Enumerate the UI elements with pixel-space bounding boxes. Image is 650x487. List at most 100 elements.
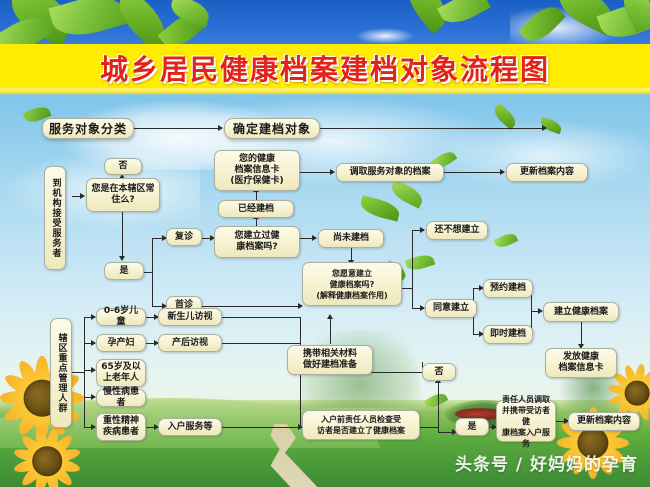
connector xyxy=(222,317,300,318)
arrow-icon xyxy=(564,418,569,424)
connector xyxy=(473,288,483,289)
node-revisit[interactable]: 复诊 xyxy=(166,228,202,246)
arrow-icon xyxy=(218,125,223,131)
node-already-filed[interactable]: 已经建档 xyxy=(218,200,294,218)
arrow-icon xyxy=(420,305,425,311)
arrow-icon xyxy=(420,227,425,233)
banner-fade xyxy=(0,88,650,96)
node-yes-branch[interactable]: 是 xyxy=(455,418,489,436)
connector xyxy=(84,317,95,318)
node-pregnant[interactable]: 孕产妇 xyxy=(96,334,146,352)
node-update-record-bottom[interactable]: 更新档案内容 xyxy=(568,412,640,431)
connector xyxy=(84,427,95,428)
node-newborn-visit[interactable]: 新生儿访视 xyxy=(158,308,222,326)
connector xyxy=(146,427,158,428)
connector xyxy=(556,421,568,422)
arrow-icon xyxy=(91,394,96,400)
arrow-icon xyxy=(312,235,317,241)
arrow-icon xyxy=(298,303,303,309)
arrow-icon xyxy=(162,303,167,309)
connector xyxy=(152,238,166,239)
arrow-icon xyxy=(154,424,159,430)
arrow-icon xyxy=(154,314,159,320)
arrow-icon xyxy=(154,340,159,346)
arrow-icon xyxy=(91,314,96,320)
node-health-card[interactable]: 您的健康 档案信息卡 (医疗保健卡) xyxy=(214,150,300,191)
node-not-filed[interactable]: 尚未建档 xyxy=(318,229,384,248)
sunflower-icon xyxy=(606,362,650,424)
connector xyxy=(152,238,153,306)
node-agree-create[interactable]: 同意建立 xyxy=(425,299,477,318)
node-no-resident[interactable]: 否 xyxy=(104,158,142,175)
arrow-icon xyxy=(479,331,484,337)
connector xyxy=(200,238,214,239)
connector xyxy=(256,191,257,201)
connector xyxy=(318,128,546,129)
node-staff-retrieve[interactable]: 责任人员调取 并携带受访者健 康档案入户服务 xyxy=(496,395,556,448)
connector xyxy=(412,230,424,231)
node-update-record-top[interactable]: 更新档案内容 xyxy=(506,163,588,182)
connector xyxy=(420,427,438,428)
arrow-icon xyxy=(492,424,497,430)
node-question-have-record[interactable]: 您建立过健 康档案吗? xyxy=(214,226,300,258)
arrow-icon xyxy=(91,340,96,346)
connector xyxy=(402,288,412,289)
connector xyxy=(132,128,222,129)
arrow-icon xyxy=(330,169,335,175)
connector xyxy=(84,370,95,371)
arrow-icon xyxy=(542,125,547,131)
connector xyxy=(146,343,158,344)
connector xyxy=(444,172,504,173)
node-check-before-visit[interactable]: 入户前责任人员检查受 访者是否建立了健康档案 xyxy=(302,410,420,440)
section-header-right: 确定建档对象 xyxy=(224,118,320,139)
node-bring-materials[interactable]: 携带相关材料 做好建档准备 xyxy=(287,345,373,375)
connector xyxy=(84,397,95,398)
node-home-service[interactable]: 入户服务等 xyxy=(158,418,222,436)
node-chronic[interactable]: 慢性病患者 xyxy=(96,387,146,408)
arrow-icon xyxy=(210,235,215,241)
page-title: 城乡居民健康档案建档对象流程图 xyxy=(99,53,550,86)
node-severe-mental[interactable]: 重性精神 疾病患者 xyxy=(96,413,146,441)
node-postpartum-visit[interactable]: 产后访视 xyxy=(158,334,222,352)
watermark: 头条号 / 好妈妈的孕育 xyxy=(454,455,638,475)
node-question-willing[interactable]: 您愿意建立 健康档案吗? (解释健康档案作用) xyxy=(302,262,402,306)
arrow-icon xyxy=(91,367,96,373)
connector xyxy=(438,382,439,427)
connector xyxy=(300,238,316,239)
connector xyxy=(256,218,257,228)
node-instant-file[interactable]: 即时建档 xyxy=(483,325,533,344)
connector xyxy=(72,196,84,197)
connector xyxy=(146,317,158,318)
arrow-icon xyxy=(91,424,96,430)
node-yes-resident[interactable]: 是 xyxy=(104,262,144,280)
arrow-icon xyxy=(452,429,457,435)
connector xyxy=(352,372,422,373)
arrow-icon xyxy=(119,174,125,179)
connector xyxy=(152,306,166,307)
connector xyxy=(438,432,456,433)
connector xyxy=(531,311,541,312)
node-entry-institution[interactable]: 到机构接受服务者 xyxy=(44,166,66,270)
node-no-branch[interactable]: 否 xyxy=(422,363,456,381)
arrow-icon xyxy=(162,235,167,241)
arrow-icon xyxy=(80,193,85,199)
node-elderly[interactable]: 65岁及以 上老年人 xyxy=(96,359,146,387)
node-question-resident[interactable]: 您是在本辖区常住么? xyxy=(86,178,160,212)
connector xyxy=(84,343,95,344)
node-appointment-file[interactable]: 预约建档 xyxy=(483,279,533,298)
node-issue-card[interactable]: 发放健康 档案信息卡 xyxy=(545,348,617,378)
connector xyxy=(84,317,85,427)
arrow-icon xyxy=(500,169,505,175)
node-create-record[interactable]: 建立健康档案 xyxy=(543,302,619,322)
sunflower-icon xyxy=(554,404,632,482)
connector xyxy=(122,212,123,258)
section-header-left: 服务对象分类 xyxy=(42,118,134,139)
node-children[interactable]: 0-6岁儿童 xyxy=(96,306,146,327)
connector xyxy=(200,306,302,307)
node-retrieve-record[interactable]: 调取服务对象的档案 xyxy=(336,163,444,182)
connector xyxy=(72,372,84,373)
node-not-willing[interactable]: 还不想建立 xyxy=(426,221,488,240)
node-key-population[interactable]: 辖区重点管理人群 xyxy=(50,318,72,428)
connector xyxy=(222,343,300,344)
